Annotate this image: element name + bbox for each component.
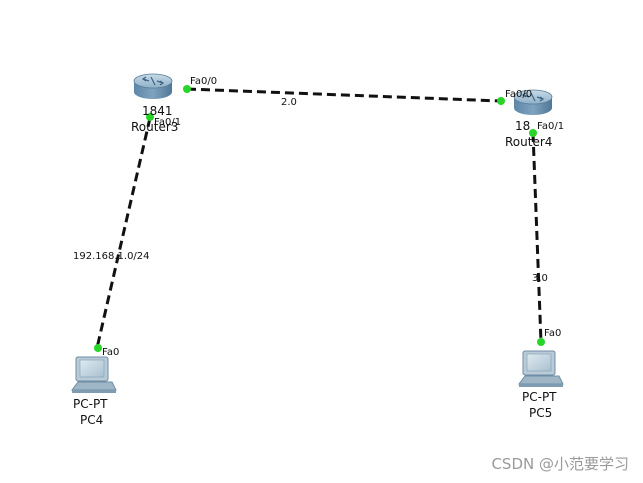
link-router4-pc5[interactable] (531, 132, 543, 343)
link-label-router3-router4: 2.0 (281, 97, 297, 108)
link-label-router4-pc5: 3.0 (532, 273, 548, 284)
port-label-router4-fa01: Fa0/1 (537, 121, 565, 132)
port-up-indicator (497, 97, 505, 105)
router-icon[interactable] (133, 73, 173, 99)
router-icon[interactable] (513, 89, 553, 115)
port-label-pc5-fa0: Fa0 (544, 328, 562, 339)
port-up-indicator (146, 113, 154, 121)
port-up-indicator (529, 129, 537, 137)
port-label-router3-fa01: Fa0/1 (154, 117, 182, 128)
device-model-pc5: PC-PT (522, 390, 557, 404)
link-router3-pc4[interactable] (95, 117, 152, 349)
port-up-indicator (537, 338, 545, 346)
device-model-router4: 18 (515, 119, 531, 133)
port-up-indicator (94, 344, 102, 352)
port-label-pc4-fa0: Fa0 (102, 347, 120, 358)
pc-icon[interactable] (518, 350, 564, 387)
link-router3-router4[interactable] (186, 87, 502, 103)
pc-icon[interactable] (71, 356, 117, 393)
device-name-router3: Router3 (131, 120, 179, 134)
device-model-router3: 1841 (142, 104, 173, 118)
device-name-pc5: PC5 (529, 406, 553, 420)
port-up-indicator (183, 85, 191, 93)
port-label-router3-fa00: Fa0/0 (190, 76, 218, 87)
device-model-pc4: PC-PT (73, 397, 108, 411)
link-label-router3-pc4: 192.168.1.0/24 (73, 251, 150, 262)
port-label-router4-fa00: Fa0/0 (505, 89, 533, 100)
device-name-pc4: PC4 (80, 413, 104, 427)
watermark: CSDN @小范要学习 (491, 455, 629, 473)
device-name-router4: Router4 (505, 135, 553, 149)
